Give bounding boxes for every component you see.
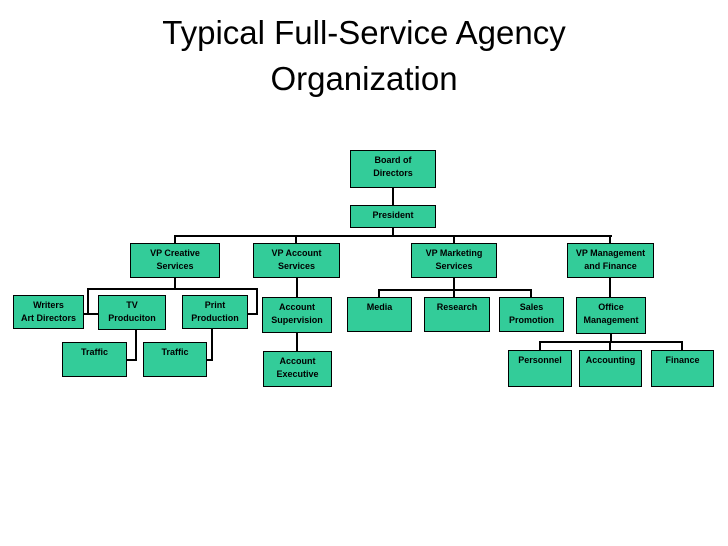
node-label: Office Management bbox=[583, 302, 639, 325]
connector-creative-stub bbox=[174, 278, 176, 290]
connector-print-traffic-drop bbox=[211, 329, 213, 361]
connector-drop-research bbox=[453, 289, 455, 297]
node-vp-account-services: VP Account Services bbox=[253, 243, 340, 278]
node-label: TV Produciton bbox=[108, 300, 156, 323]
node-personnel: Personnel bbox=[508, 350, 572, 387]
connector-office-stub bbox=[610, 334, 612, 343]
node-label: Board of Directors bbox=[373, 155, 413, 178]
node-label: VP Account Services bbox=[271, 248, 322, 271]
node-writers-art-directors: Writers Art Directors bbox=[13, 295, 84, 329]
connector-drop-vp-management bbox=[609, 235, 611, 244]
connector-drop-accounting bbox=[609, 341, 611, 350]
connector-marketing-stub bbox=[453, 278, 455, 291]
node-label: Print Production bbox=[191, 300, 239, 323]
node-tv-production: TV Produciton bbox=[98, 295, 166, 330]
connector-office-bracket bbox=[539, 341, 683, 343]
node-board-of-directors: Board of Directors bbox=[350, 150, 436, 188]
node-label: VP Marketing Services bbox=[425, 248, 483, 271]
node-label: President bbox=[372, 210, 414, 220]
node-label: Personnel bbox=[518, 355, 562, 365]
connector-tv-traffic-hook bbox=[127, 359, 137, 361]
node-label: Media bbox=[366, 302, 393, 312]
connector-board-president bbox=[392, 188, 394, 206]
connector-account-supervision bbox=[296, 278, 298, 297]
connector-president-stub bbox=[392, 227, 394, 237]
connector-management-office bbox=[609, 278, 611, 297]
connector-drop-sales-promotion bbox=[530, 289, 532, 297]
connector-creative-left-drop bbox=[87, 288, 89, 315]
node-label: Research bbox=[436, 302, 478, 312]
node-finance: Finance bbox=[651, 350, 714, 387]
connector-drop-vp-marketing bbox=[453, 235, 455, 244]
node-vp-management-finance: VP Management and Finance bbox=[567, 243, 654, 278]
node-label: Account Executive bbox=[276, 356, 319, 379]
node-traffic-1: Traffic bbox=[62, 342, 127, 377]
connector-print-traffic-hook bbox=[207, 359, 213, 361]
node-label: Accounting bbox=[585, 355, 636, 365]
node-label: VP Creative Services bbox=[150, 248, 200, 271]
node-accounting: Accounting bbox=[579, 350, 642, 387]
connector-drop-finance bbox=[681, 341, 683, 350]
node-traffic-2: Traffic bbox=[143, 342, 207, 377]
connector-drop-personnel bbox=[539, 341, 541, 350]
node-vp-marketing-services: VP Marketing Services bbox=[411, 243, 497, 278]
node-label: VP Management and Finance bbox=[575, 248, 646, 271]
node-label: Sales Promotion bbox=[509, 302, 554, 325]
connector-writers-tv bbox=[84, 313, 98, 315]
node-vp-creative-services: VP Creative Services bbox=[130, 243, 220, 278]
connector-drop-media bbox=[378, 289, 380, 297]
slide-title: Typical Full-Service Agency Organization bbox=[162, 14, 566, 97]
node-account-executive: Account Executive bbox=[263, 351, 332, 387]
connector-creative-bracket bbox=[87, 288, 258, 290]
node-office-management: Office Management bbox=[576, 297, 646, 334]
connector-marketing-bracket bbox=[378, 289, 532, 291]
connector-creative-right-drop bbox=[256, 288, 258, 315]
connector-drop-vp-creative bbox=[174, 235, 176, 244]
node-label: Finance bbox=[665, 355, 700, 365]
node-sales-promotion: Sales Promotion bbox=[499, 297, 564, 332]
connector-supervision-executive bbox=[296, 333, 298, 351]
node-research: Research bbox=[424, 297, 490, 332]
node-media: Media bbox=[347, 297, 412, 332]
connector-drop-vp-account bbox=[295, 235, 297, 244]
node-label: Writers Art Directors bbox=[20, 300, 76, 323]
connector-vp-bracket bbox=[174, 235, 612, 237]
node-label: Traffic bbox=[161, 347, 189, 357]
node-president: President bbox=[350, 205, 436, 228]
node-account-supervision: Account Supervision bbox=[262, 297, 332, 333]
connector-tv-traffic-drop bbox=[135, 330, 137, 361]
node-print-production: Print Production bbox=[182, 295, 248, 329]
node-label: Account Supervision bbox=[271, 302, 323, 325]
connector-print-hook bbox=[248, 313, 258, 315]
node-label: Traffic bbox=[80, 347, 108, 357]
